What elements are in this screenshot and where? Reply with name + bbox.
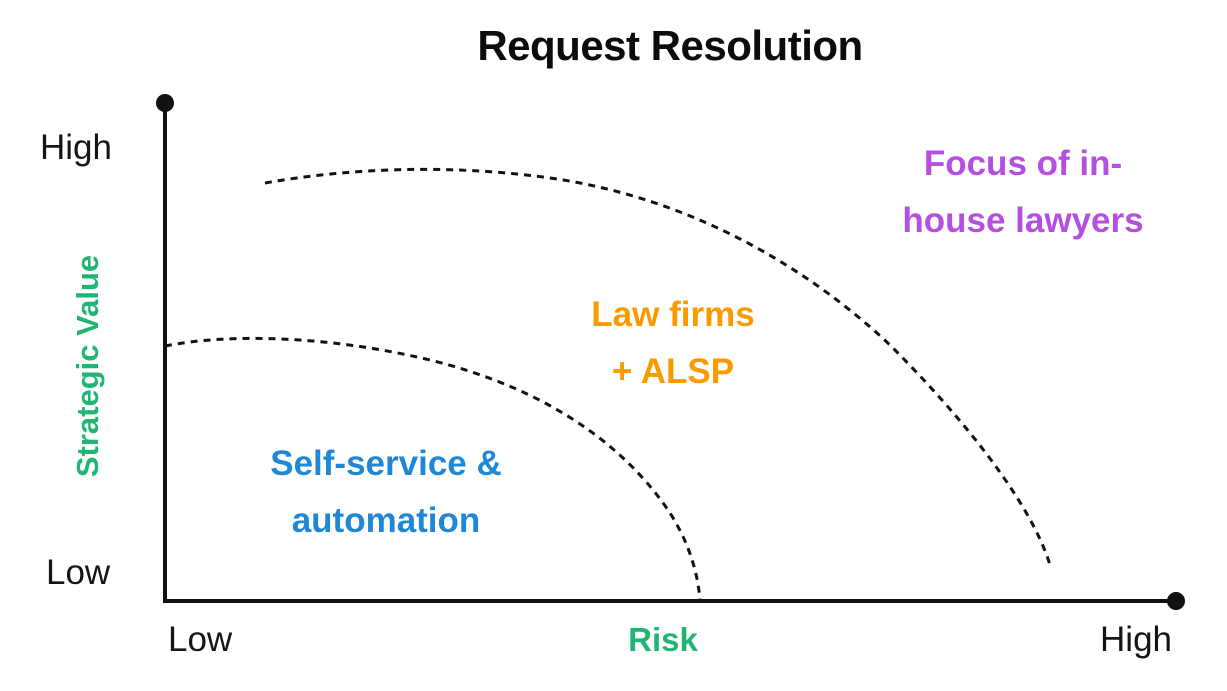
zone-label-self-service: Self-service & automation <box>270 435 502 549</box>
zone-label-in-house-line2: house lawyers <box>902 201 1144 240</box>
inner-boundary-curve <box>164 336 702 602</box>
x-axis-high-label: High <box>1100 620 1172 659</box>
x-axis-low-label: Low <box>168 620 233 659</box>
outer-boundary-curve <box>264 167 1052 566</box>
zone-label-law-firms: Law firms + ALSP <box>591 286 754 400</box>
zone-label-in-house-line1: Focus of in- <box>923 144 1123 183</box>
x-axis-title: Risk <box>628 621 698 658</box>
zone-label-self-service-line2: automation <box>291 501 481 540</box>
zone-label-in-house: Focus of in- house lawyers <box>902 135 1143 249</box>
zone-label-self-service-line1: Self-service & <box>270 444 502 483</box>
y-axis-high-label: High <box>40 128 112 167</box>
y-axis-low-label: Low <box>46 553 111 592</box>
y-axis-end-dot <box>156 94 174 112</box>
x-axis-end-dot <box>1167 592 1185 610</box>
chart-title: Request Resolution <box>477 22 863 69</box>
y-axis-title: Strategic Value <box>70 254 105 478</box>
zone-label-law-firms-line1: Law firms <box>591 295 755 334</box>
zone-label-law-firms-line2: + ALSP <box>611 352 735 391</box>
